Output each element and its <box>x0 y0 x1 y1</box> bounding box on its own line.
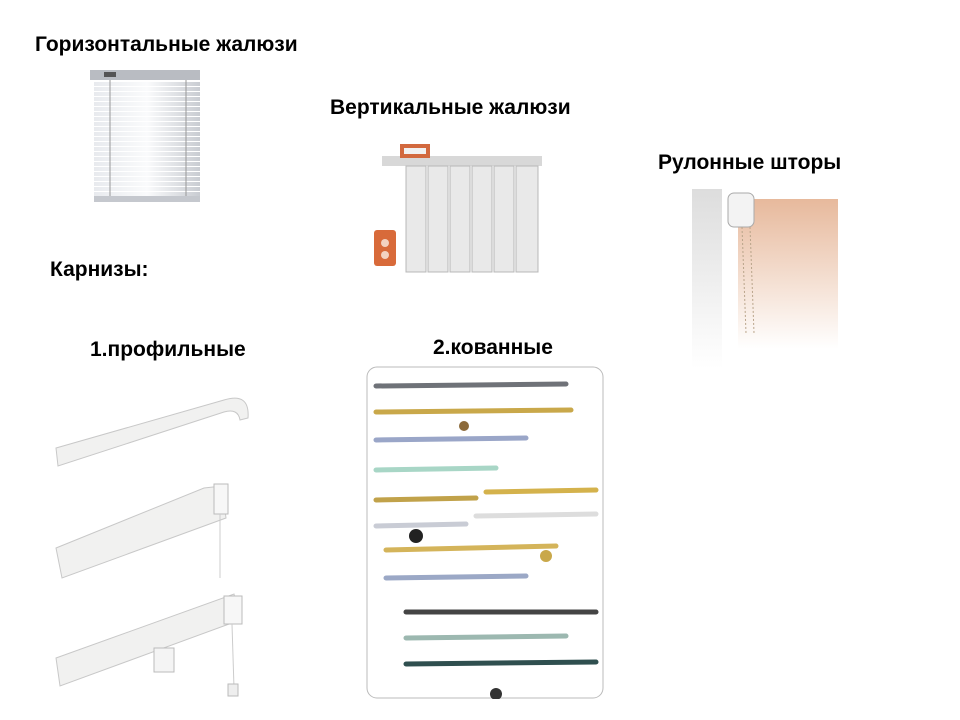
blind-slat <box>94 167 200 171</box>
vertical-blinds-image <box>374 144 542 273</box>
blind-slat <box>94 137 200 141</box>
blind-slat <box>94 127 200 131</box>
horizontal-blinds-label: Горизонтальные жалюзи <box>35 33 298 56</box>
blind-slat <box>94 147 200 151</box>
wrought-cornices-image <box>366 366 604 699</box>
blind-slat <box>94 172 200 176</box>
profile-cornices-image <box>55 397 249 697</box>
blind-slat <box>94 177 200 181</box>
blind-slat <box>94 182 200 186</box>
blind-slat <box>94 87 200 91</box>
blind-slat <box>94 102 200 106</box>
blind-slat <box>94 122 200 126</box>
blind-slat <box>94 112 200 116</box>
blind-slat <box>94 142 200 146</box>
blind-slat <box>94 157 200 161</box>
roller-blinds-label: Рулонные шторы <box>658 151 842 174</box>
blind-slat <box>94 192 200 196</box>
blind-slat <box>94 97 200 101</box>
blind-slat <box>94 132 200 136</box>
cornices-label: Карнизы: <box>50 258 149 281</box>
blind-slat <box>94 92 200 96</box>
blind-slat <box>94 117 200 121</box>
roller-blinds-image <box>692 189 838 369</box>
blind-slat <box>94 187 200 191</box>
wrought-cornices-label: 2.кованные <box>433 336 553 359</box>
blind-slat <box>94 107 200 111</box>
horizontal-blinds-image <box>90 70 200 202</box>
blind-slat <box>94 162 200 166</box>
blind-slat <box>94 82 200 86</box>
blind-slat <box>94 152 200 156</box>
vertical-blinds-label: Вертикальные жалюзи <box>330 96 571 119</box>
profile-cornices-label: 1.профильные <box>90 338 246 361</box>
